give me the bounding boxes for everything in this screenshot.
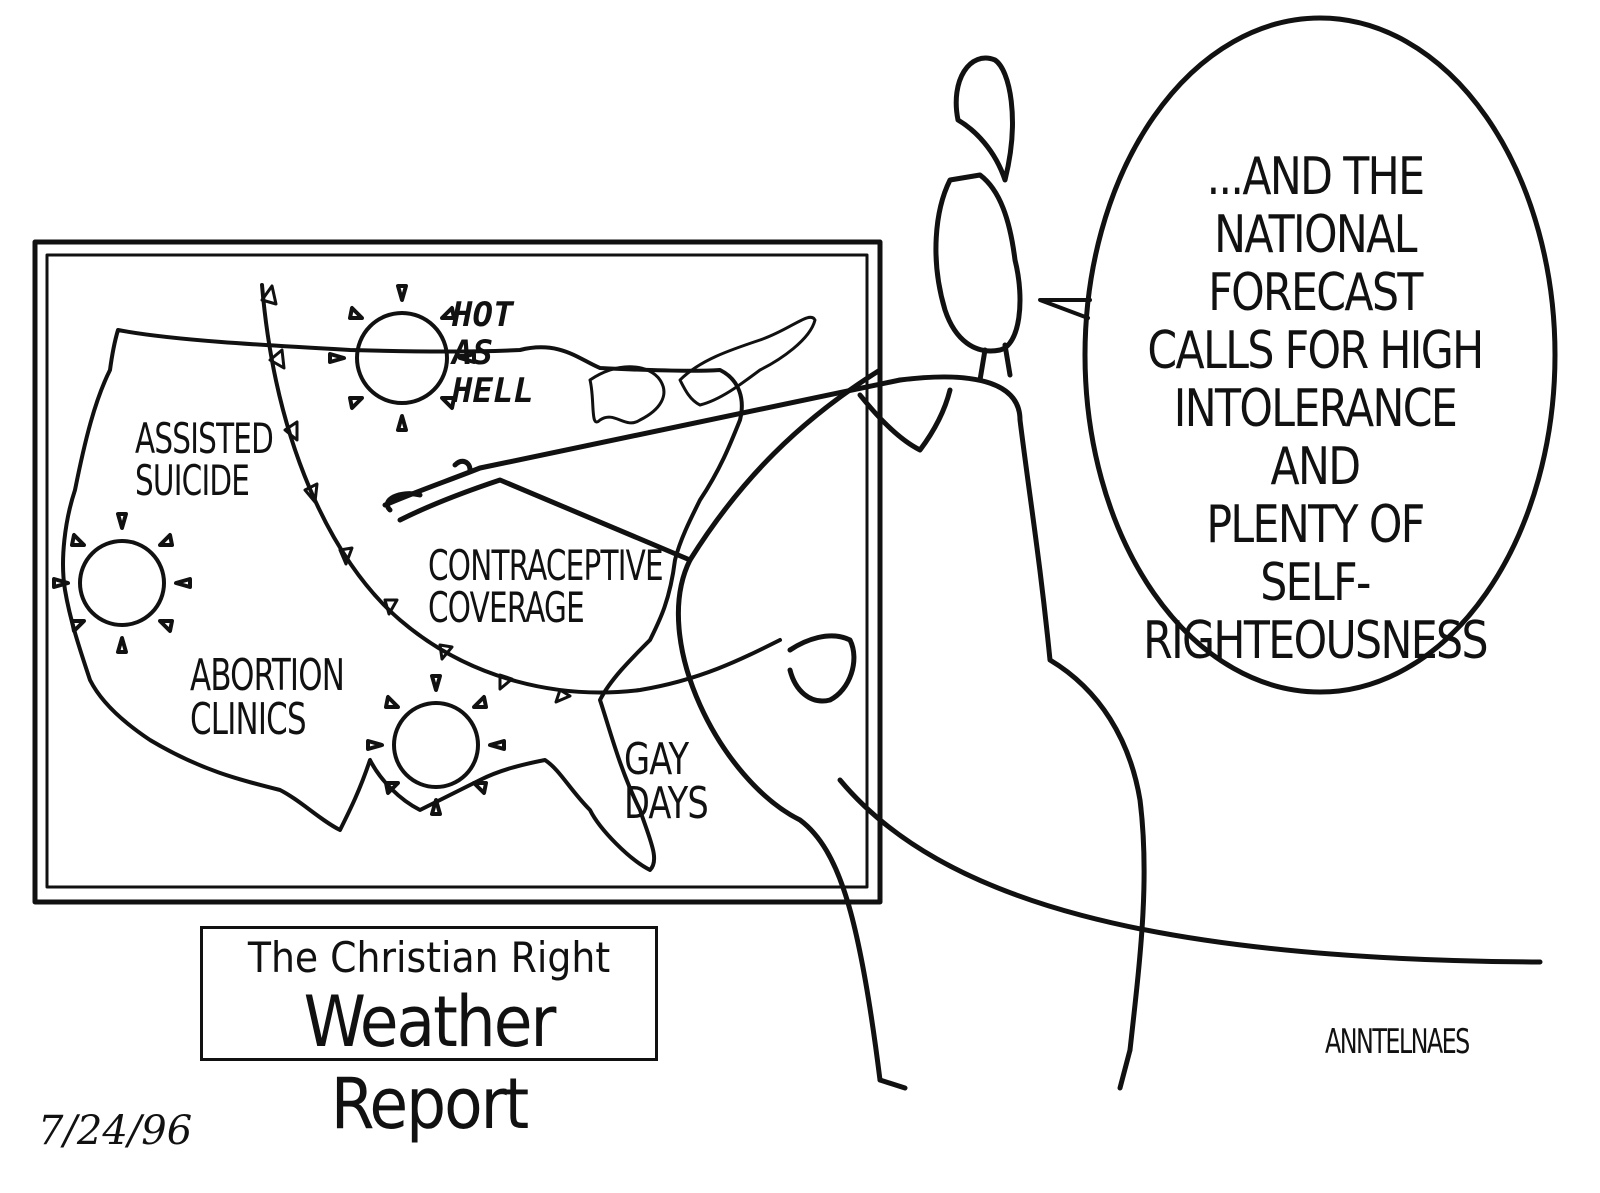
region-abortion-clinics: ABORTION CLINICS <box>190 650 345 745</box>
region-label-line: CONTRACEPTIVE <box>428 541 664 590</box>
sun-icon <box>52 512 192 654</box>
region-label-line: GAY <box>624 734 689 785</box>
region-label-line: CLINICS <box>190 694 307 745</box>
region-label-line: COVERAGE <box>428 583 585 632</box>
sun-label-line: AS <box>452 333 493 373</box>
great-lakes <box>588 315 817 425</box>
title-line-2: Weather Report <box>303 981 557 1145</box>
speech-line: PLENTY OF <box>1206 495 1425 555</box>
cold-front-icon <box>260 284 572 704</box>
region-gay-days: GAY DAYS <box>624 734 709 829</box>
region-label-line: DAYS <box>624 778 709 829</box>
region-contraceptive-coverage: CONTRACEPTIVE COVERAGE <box>428 541 664 632</box>
cold-front-line <box>260 283 782 695</box>
speech-bubble <box>1082 15 1558 695</box>
sun-icon <box>366 674 506 816</box>
speech-tail <box>1038 298 1092 320</box>
date-stamp: 7/24/96 <box>38 1108 193 1154</box>
title-box: The Christian Right Weather Report <box>200 926 658 1145</box>
title-line-1: The Christian Right <box>247 933 611 982</box>
sun-icon <box>328 284 476 432</box>
sun-label-line: HELL <box>452 371 534 411</box>
region-assisted-suicide: ASSISTED SUICIDE <box>135 414 274 505</box>
speech-text: ...AND THE NATIONAL FORECAST CALLS FOR H… <box>1143 147 1488 671</box>
speech-line: INTOLERANCE AND <box>1173 379 1458 497</box>
speech-line: ...AND THE <box>1206 147 1425 207</box>
region-label-line: ABORTION <box>190 650 345 701</box>
sun-label-line: HOT <box>452 295 514 335</box>
artist-signature: ANNTELNAES <box>1325 1022 1470 1062</box>
region-label-line: SUICIDE <box>135 456 250 505</box>
hot-as-hell-label: HOT AS HELL <box>452 296 534 410</box>
speech-line: NATIONAL FORECAST <box>1208 205 1423 323</box>
speech-line: SELF-RIGHTEOUSNESS <box>1143 553 1488 671</box>
weather-presenter <box>382 55 1543 1091</box>
region-label-line: ASSISTED <box>135 414 274 463</box>
map-frame <box>32 239 883 905</box>
speech-line: CALLS FOR HIGH <box>1147 321 1484 381</box>
